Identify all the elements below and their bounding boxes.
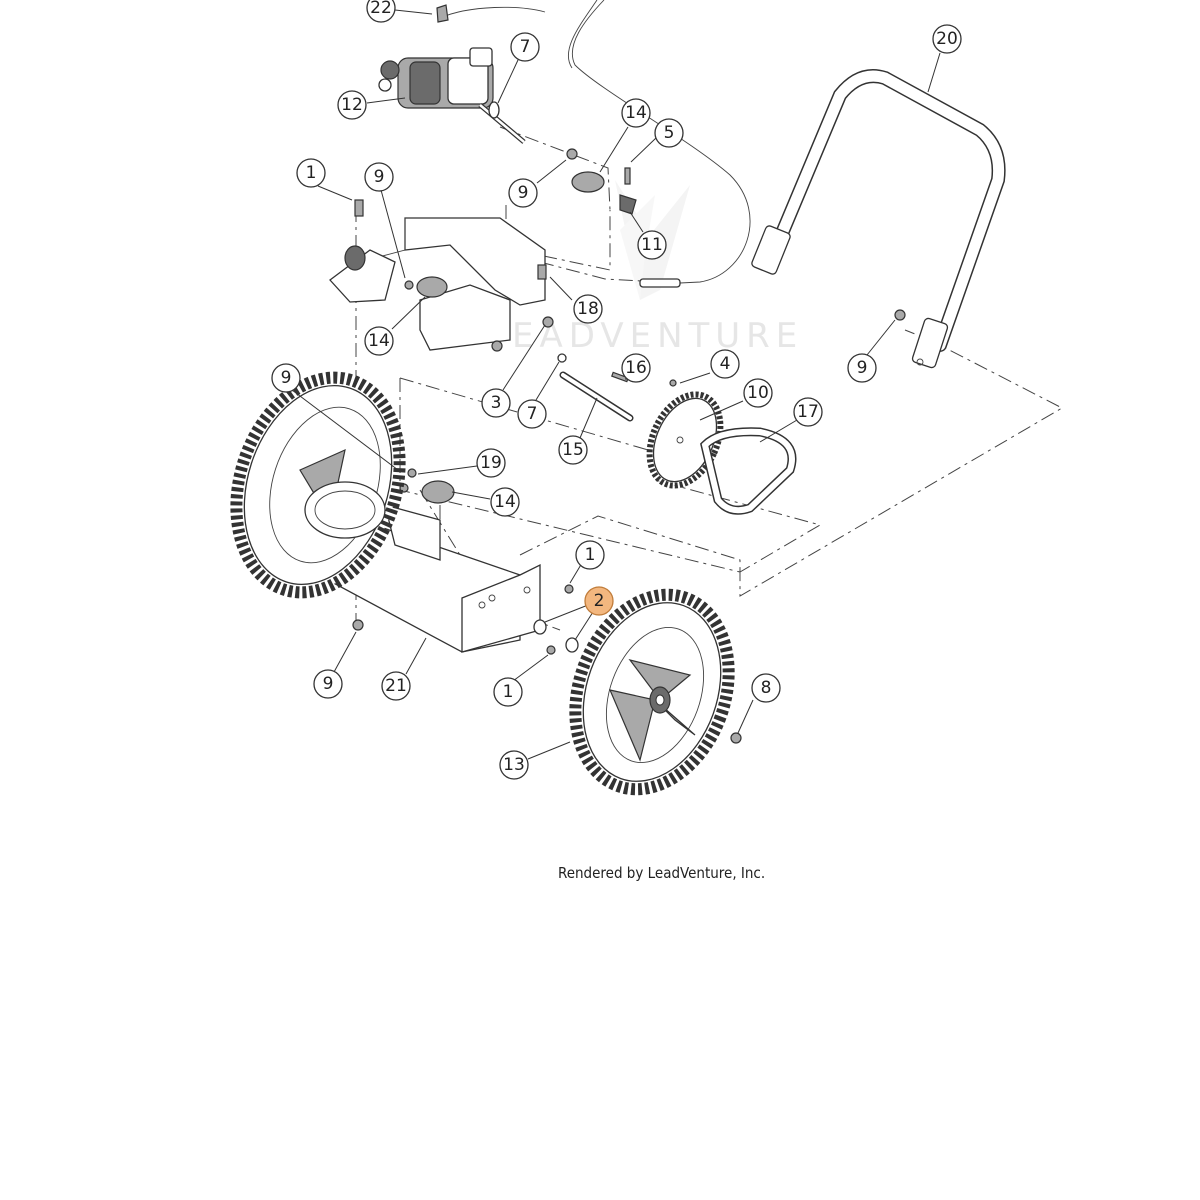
svg-text:12: 12 bbox=[341, 95, 363, 115]
callout-12[interactable]: 12 bbox=[337, 90, 367, 120]
svg-text:10: 10 bbox=[747, 383, 769, 403]
bearing-14a bbox=[571, 171, 605, 193]
callout-18[interactable]: 18 bbox=[573, 294, 603, 324]
svg-text:21: 21 bbox=[385, 676, 407, 696]
svg-text:18: 18 bbox=[577, 299, 599, 319]
callout-5[interactable]: 5 bbox=[654, 118, 684, 148]
callout-2-highlighted[interactable]: 2 bbox=[584, 586, 614, 616]
bearing-14c bbox=[421, 480, 455, 504]
svg-text:20: 20 bbox=[936, 29, 958, 49]
svg-text:14: 14 bbox=[368, 331, 390, 351]
callout-20[interactable]: 20 bbox=[932, 24, 962, 54]
svg-text:1: 1 bbox=[306, 163, 317, 183]
callout-1-middle[interactable]: 1 bbox=[575, 540, 605, 570]
callout-15[interactable]: 15 bbox=[558, 435, 588, 465]
callout-22[interactable]: 22 bbox=[366, 0, 396, 23]
svg-text:1: 1 bbox=[585, 545, 596, 565]
cable-end bbox=[639, 278, 681, 288]
svg-text:7: 7 bbox=[520, 37, 531, 57]
svg-text:2: 2 bbox=[594, 591, 605, 611]
svg-text:7: 7 bbox=[527, 404, 538, 424]
svg-text:1: 1 bbox=[503, 682, 514, 702]
callout-9-right[interactable]: 9 bbox=[847, 353, 877, 383]
callout-21[interactable]: 21 bbox=[381, 671, 411, 701]
render-credit: Rendered by LeadVenture, Inc. bbox=[558, 864, 765, 882]
callout-7-upper[interactable]: 7 bbox=[510, 32, 540, 62]
callout-10[interactable]: 10 bbox=[743, 378, 773, 408]
svg-text:9: 9 bbox=[518, 183, 529, 203]
washer-a bbox=[533, 619, 547, 635]
bracket-22 bbox=[436, 4, 449, 23]
right-wheel bbox=[569, 588, 735, 796]
callout-13[interactable]: 13 bbox=[499, 750, 529, 780]
handle-part bbox=[751, 69, 1006, 369]
callout-11[interactable]: 11 bbox=[637, 230, 667, 260]
svg-text:9: 9 bbox=[857, 358, 868, 378]
callout-9-center-upper[interactable]: 9 bbox=[508, 178, 538, 208]
svg-text:9: 9 bbox=[374, 167, 385, 187]
svg-text:4: 4 bbox=[720, 354, 731, 374]
callout-1-upper[interactable]: 1 bbox=[296, 158, 326, 188]
svg-text:17: 17 bbox=[797, 402, 819, 422]
callout-3[interactable]: 3 bbox=[481, 388, 511, 418]
callout-9-bottom[interactable]: 9 bbox=[313, 669, 343, 699]
mounting-bracket bbox=[329, 217, 546, 351]
callout-14-middle[interactable]: 14 bbox=[364, 326, 394, 356]
svg-text:11: 11 bbox=[641, 235, 663, 255]
callout-8[interactable]: 8 bbox=[751, 673, 781, 703]
callout-17[interactable]: 17 bbox=[793, 397, 823, 427]
callout-19[interactable]: 19 bbox=[476, 448, 506, 478]
svg-text:5: 5 bbox=[664, 123, 675, 143]
svg-text:19: 19 bbox=[480, 453, 502, 473]
bearing-14b bbox=[416, 276, 448, 298]
svg-text:15: 15 bbox=[562, 440, 584, 460]
callout-9-left-upper[interactable]: 9 bbox=[364, 162, 394, 192]
svg-text:14: 14 bbox=[494, 492, 516, 512]
svg-text:14: 14 bbox=[625, 103, 647, 123]
left-wheel bbox=[230, 371, 406, 599]
callout-1-lower[interactable]: 1 bbox=[493, 677, 523, 707]
svg-text:22: 22 bbox=[370, 0, 392, 18]
svg-text:9: 9 bbox=[281, 368, 292, 388]
belt-part bbox=[700, 427, 797, 515]
svg-text:9: 9 bbox=[323, 674, 334, 694]
callout-14-lower[interactable]: 14 bbox=[490, 487, 520, 517]
callout-16[interactable]: 16 bbox=[621, 353, 651, 383]
transmission-part bbox=[378, 47, 526, 144]
svg-text:16: 16 bbox=[625, 358, 647, 378]
watermark-text: EADVENTURE bbox=[512, 316, 803, 356]
washer-b bbox=[565, 637, 579, 653]
callout-9-left-lower[interactable]: 9 bbox=[271, 363, 301, 393]
callout-7-lower[interactable]: 7 bbox=[517, 399, 547, 429]
callout-4[interactable]: 4 bbox=[710, 349, 740, 379]
svg-text:13: 13 bbox=[503, 755, 525, 775]
svg-text:3: 3 bbox=[491, 393, 502, 413]
svg-text:8: 8 bbox=[761, 678, 772, 698]
leader-lines bbox=[291, 9, 941, 760]
callout-14-upper[interactable]: 14 bbox=[621, 98, 651, 128]
